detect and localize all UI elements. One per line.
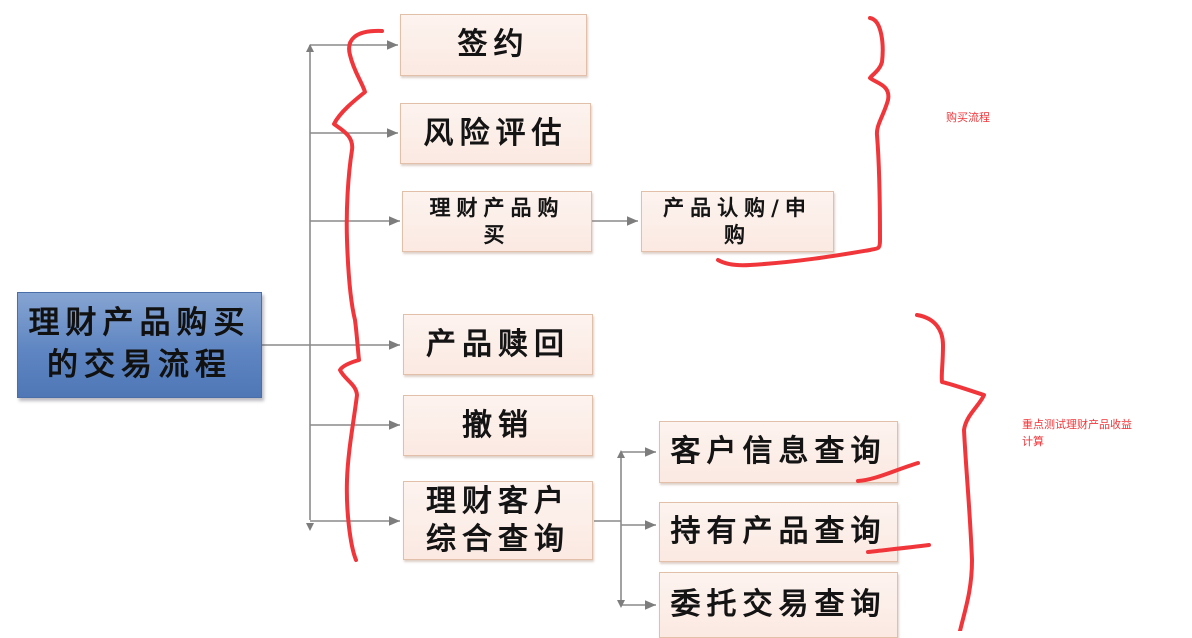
node-cancel-label: 撤销 <box>462 407 534 443</box>
underline-customer-info <box>856 461 920 483</box>
node-customer-query: 理财客户 综合查询 <box>403 481 593 560</box>
node-product-redemption: 产品赎回 <box>403 314 593 375</box>
root-node-line1: 理财产品购买 <box>28 305 251 342</box>
root-node: 理财产品购买 的交易流程 <box>17 292 262 398</box>
node-entrusted-trade-query-label: 委托交易查询 <box>670 587 887 623</box>
node-sign: 签约 <box>400 14 587 76</box>
node-customer-info-query-label: 客户信息查询 <box>670 434 887 470</box>
node-product-purchase-line2: 买 <box>483 221 511 247</box>
underline-holdings <box>866 543 931 554</box>
node-subscribe-line1: 产品认购/申 <box>663 195 812 221</box>
purchase-flow-label: 购买流程 <box>946 110 990 127</box>
node-customer-info-query: 客户信息查询 <box>659 421 898 483</box>
root-node-line2: 的交易流程 <box>47 347 232 383</box>
purchase-flow-brace <box>716 16 891 268</box>
purchase-flow-text: 购买流程 <box>946 111 990 124</box>
node-cancel: 撤销 <box>403 395 593 456</box>
focus-test-text-line1: 重点测试理财产品收益 <box>1022 418 1132 431</box>
node-sign-label: 签约 <box>457 27 530 63</box>
node-product-redemption-label: 产品赎回 <box>426 326 570 362</box>
focus-test-brace <box>915 313 986 631</box>
node-risk-assessment: 风险评估 <box>400 103 591 164</box>
left-brace-stroke <box>332 28 384 562</box>
focus-test-label: 重点测试理财产品收益 计算 <box>1022 417 1132 450</box>
node-product-purchase-line1: 理财产品购 <box>429 195 565 221</box>
node-holdings-query: 持有产品查询 <box>659 502 898 562</box>
node-holdings-query-label: 持有产品查询 <box>670 514 887 550</box>
node-subscribe: 产品认购/申 购 <box>641 191 834 252</box>
node-customer-query-line2: 综合查询 <box>426 521 570 557</box>
node-customer-query-line1: 理财客户 <box>426 484 570 519</box>
focus-test-text-line2: 计算 <box>1022 434 1044 448</box>
node-subscribe-line2: 购 <box>724 221 751 247</box>
node-product-purchase: 理财产品购 买 <box>402 191 592 252</box>
node-risk-assessment-label: 风险评估 <box>423 115 568 151</box>
